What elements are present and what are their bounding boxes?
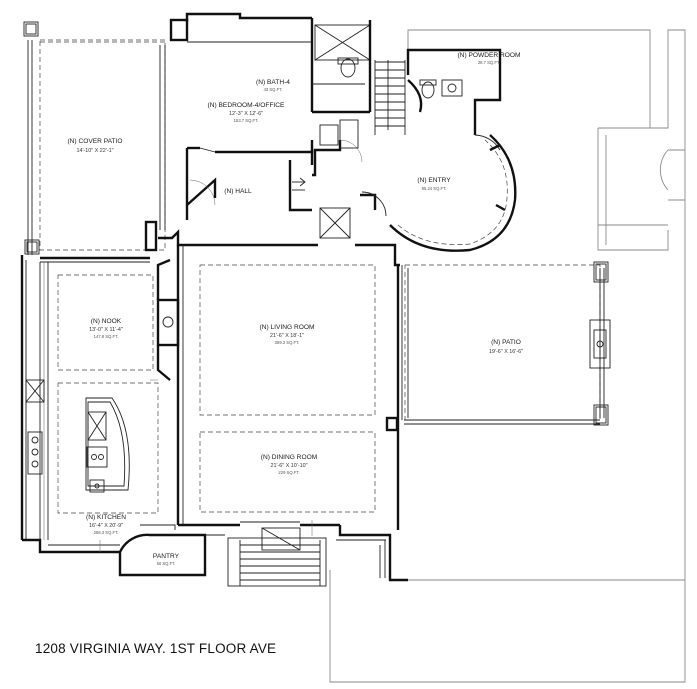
room-name-dining-room: (N) DINING ROOM: [261, 454, 317, 461]
cover-patio-area: [23, 18, 189, 255]
room-dims-cover-patio: 14'-10" X 22'-1": [76, 148, 113, 154]
room-area-entry: 95.24 SQ.FT.: [422, 186, 447, 191]
stairs: [227, 20, 406, 587]
room-dims-bedroom-4: 12'-3" X 12'-6": [229, 111, 263, 117]
room-name-cover-patio: (N) COVER PATIO: [67, 138, 122, 145]
room-dims-dining-room: 21'-6" X 10'-10": [270, 463, 307, 469]
room-name-entry: (N) ENTRY: [417, 177, 451, 184]
room-area-bedroom-4: 153.7 SQ.FT.: [234, 118, 259, 123]
site-outline: [329, 29, 686, 683]
room-name-nook: (N) NOOK: [91, 318, 122, 325]
patio-area: [404, 261, 611, 426]
room-dims-living-room: 21'-6" X 18'-1": [270, 333, 304, 339]
house-walls: [156, 12, 403, 551]
room-area-living-room: 389.3 SQ.FT.: [275, 340, 300, 345]
room-dims-patio: 19'-6" X 16'-6": [489, 349, 523, 355]
lower-porch: [311, 520, 408, 582]
room-name-kitchen: (N) KITCHEN: [86, 514, 126, 521]
plan-title: 1208 VIRGINIA WAY. 1ST FLOOR AVE: [35, 641, 277, 656]
pantry-area: [118, 533, 225, 577]
room-name-hall: (N) HALL: [224, 188, 252, 195]
room-area-powder-room: 28.7 SQ.FT.: [478, 60, 500, 65]
room-name-patio: (N) PATIO: [491, 339, 521, 346]
kitchen-wing: [20, 255, 176, 554]
room-dims-nook: 13'-0" X 11'-4": [89, 327, 123, 333]
room-name-living-room: (N) LIVING ROOM: [260, 324, 315, 331]
room-area-bath-4: 43 SQ.FT.: [264, 87, 283, 92]
room-dims-kitchen: 16'-4" X 20'-9": [89, 523, 123, 529]
room-name-bedroom-4: (N) BEDROOM-4/OFFICE: [208, 102, 286, 109]
living-dining-zones: [199, 264, 399, 513]
room-area-pantry: 50 SQ.FT.: [157, 561, 176, 566]
room-name-pantry: PANTRY: [153, 553, 180, 560]
entry-walls: [312, 48, 517, 252]
room-name-powder-room: (N) POWDER ROOM: [457, 52, 520, 59]
room-name-bath-4: (N) BATH-4: [256, 79, 290, 86]
room-area-kitchen: 288.3 SQ.FT.: [94, 530, 119, 535]
room-labels: (N) COVER PATIO 14'-10" X 22'-1" (N) BAT…: [67, 52, 523, 566]
room-area-nook: 147.8 SQ.FT.: [94, 334, 119, 339]
room-area-dining-room: 229 SQ.FT.: [278, 470, 299, 475]
